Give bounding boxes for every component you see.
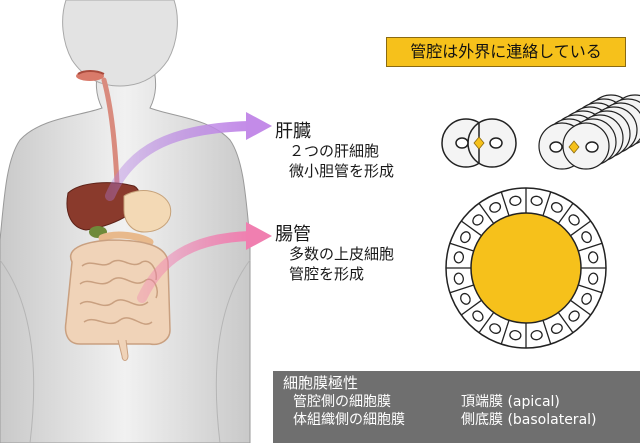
membrane-polarity-panel: 細胞膜極性 管腔側の細胞膜頂端膜 (apical) 体組織側の細胞膜側底膜 (b… <box>273 371 640 443</box>
liver-line-1: ２つの肝細胞 <box>289 140 379 161</box>
polarity-row-basolateral: 体組織側の細胞膜側底膜 (basolateral) <box>283 411 640 429</box>
stomach-organ <box>124 191 171 232</box>
hepatocyte-nucleus <box>586 142 598 152</box>
polarity-term-basolateral: 体組織側の細胞膜 <box>293 411 461 429</box>
intestine-organ <box>66 240 170 361</box>
intestinal-lumen <box>471 213 581 323</box>
intestinal-epithelium-ring <box>446 188 606 348</box>
hepatocyte-pair <box>442 119 516 167</box>
human-body-figure <box>0 0 250 443</box>
hepatocyte-nucleus <box>550 142 562 152</box>
intestine-line-1: 多数の上皮細胞 <box>289 243 394 264</box>
intestine-line-2: 管腔を形成 <box>289 263 364 284</box>
liver-line-2: 微小胆管を形成 <box>289 160 394 181</box>
polarity-term-apical: 管腔側の細胞膜 <box>293 393 461 411</box>
hepatocyte-stack <box>539 95 640 169</box>
polarity-title: 細胞膜極性 <box>283 374 640 393</box>
liver-arrow-head <box>246 112 272 140</box>
mouth-icon <box>76 71 104 81</box>
polarity-value-basolateral: 側底膜 (basolateral) <box>461 412 597 428</box>
polarity-row-apical: 管腔側の細胞膜頂端膜 (apical) <box>283 393 640 411</box>
intestine-arrow-head <box>246 222 272 250</box>
lumen-banner: 管腔は外界に連絡している <box>386 37 626 67</box>
lumen-banner-text: 管腔は外界に連絡している <box>410 42 602 61</box>
polarity-value-apical: 頂端膜 (apical) <box>461 394 560 410</box>
